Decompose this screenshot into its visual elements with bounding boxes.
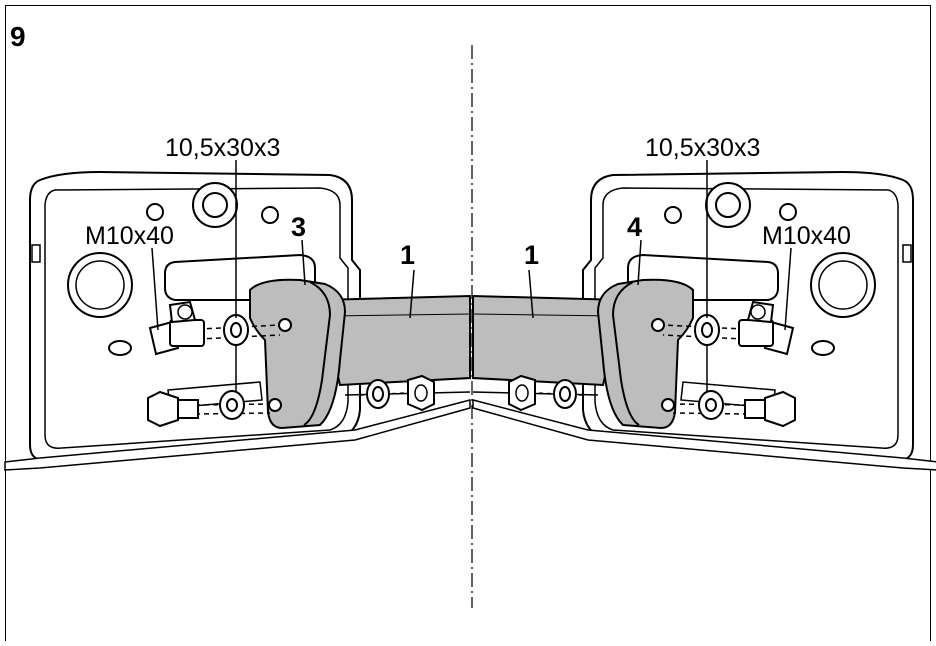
right-washer-label: 10,5x30x3 [645,134,760,162]
right-bolt-label: M10x40 [762,222,851,250]
left-assembly [4,159,471,471]
right-bracket-label: 4 [627,212,642,242]
right-beam-label: 1 [524,240,539,270]
right-assembly [472,159,936,471]
left-bolt-label: M10x40 [85,222,174,250]
left-bracket-label: 3 [291,212,306,242]
figure-number: 9 [10,21,26,52]
left-washer-label: 10,5x30x3 [165,134,280,162]
figure-frame [5,5,931,641]
left-beam-label: 1 [400,240,415,270]
